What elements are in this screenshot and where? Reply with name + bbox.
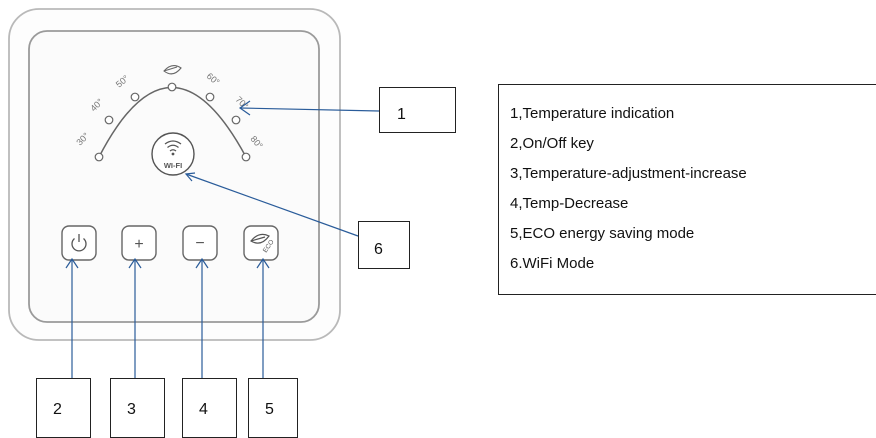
callout-3: 3 xyxy=(110,378,165,438)
leaf-icon xyxy=(163,65,182,75)
dot-60 xyxy=(205,92,215,102)
leader-arrow-1 xyxy=(238,100,251,116)
legend-item-on-off-key: 2,On/Off key xyxy=(510,135,594,152)
leader-line-6 xyxy=(185,173,359,237)
power-icon xyxy=(71,234,87,252)
dot-70 xyxy=(231,115,241,125)
callout-1: 1 xyxy=(379,87,456,133)
plus-icon: + xyxy=(134,236,143,253)
legend-item-temp-decrease: 4,Temp-Decrease xyxy=(510,195,629,212)
leader-arrow-3 xyxy=(128,257,142,269)
legend-item-wifi-mode: 6.WiFi Mode xyxy=(510,255,595,272)
wifi-button[interactable]: WI-FI xyxy=(151,132,195,176)
leader-arrow-6 xyxy=(184,172,196,182)
callout-6-label: 6 xyxy=(374,241,383,258)
minus-icon: − xyxy=(195,235,204,252)
plus-key[interactable]: + xyxy=(121,225,157,261)
eco-key[interactable]: ECO xyxy=(243,225,279,261)
legend-item-temperature-indication: 1,Temperature indication xyxy=(510,105,675,122)
dot-40 xyxy=(104,115,114,125)
legend-box: 1,Temperature indication 2,On/Off key 3,… xyxy=(498,84,876,295)
power-key[interactable] xyxy=(61,225,97,261)
leader-lines xyxy=(65,100,380,378)
eco-leaf-icon xyxy=(250,233,270,244)
minus-key[interactable]: − xyxy=(182,225,218,261)
leader-arrow-4 xyxy=(195,257,209,269)
thermostat-diagram: 30° 40° 50° 60° 70° 80° WI-FI + − xyxy=(8,8,380,378)
wifi-button-label: WI-FI xyxy=(164,161,182,170)
leader-line-1 xyxy=(239,107,380,112)
callout-2-label: 2 xyxy=(53,401,62,418)
callout-4: 4 xyxy=(182,378,237,438)
callout-5: 5 xyxy=(248,378,298,438)
dot-30 xyxy=(94,152,104,162)
leader-arrow-2 xyxy=(65,257,79,269)
dot-50 xyxy=(130,92,140,102)
dot-80 xyxy=(241,152,251,162)
callout-5-label: 5 xyxy=(265,401,274,418)
callout-3-label: 3 xyxy=(127,401,136,418)
wifi-icon xyxy=(164,140,182,152)
callout-6: 6 xyxy=(358,221,410,269)
legend-item-eco-mode: 5,ECO energy saving mode xyxy=(510,225,695,242)
temperature-dots xyxy=(94,82,251,162)
legend-item-temperature-increase: 3,Temperature-adjustment-increase xyxy=(510,165,747,182)
callout-2: 2 xyxy=(36,378,91,438)
dot-eco xyxy=(167,82,177,92)
leader-arrow-5 xyxy=(256,257,270,269)
callout-4-label: 4 xyxy=(199,401,208,418)
callout-1-label: 1 xyxy=(397,106,406,123)
